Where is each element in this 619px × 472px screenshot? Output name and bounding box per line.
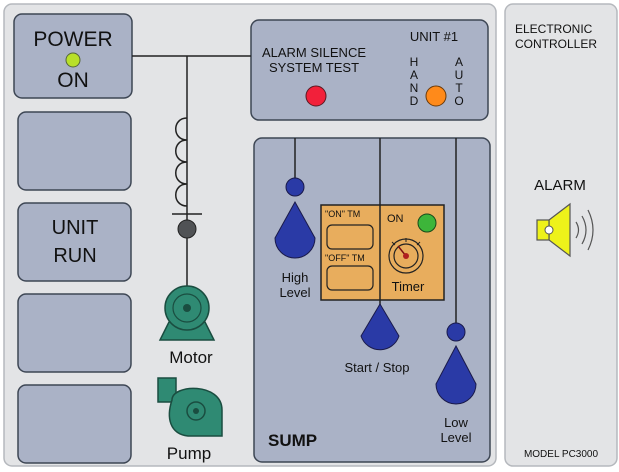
low-level-float [435,344,477,405]
model-label: MODEL PC3000 [524,449,599,460]
alarm-label: ALARM [534,177,586,194]
high-level-float-ball [285,177,305,197]
unit-run-label-line1: UNIT [52,217,99,239]
auto-letter-o: O [454,94,463,108]
pump-icon [157,377,223,437]
high-level-label-line2: Level [279,285,310,300]
auto-letter-a: A [455,55,463,69]
motor-icon [158,285,216,341]
unit-run-label-line2: RUN [53,245,96,267]
contactor-coil [177,219,197,239]
on-tm-label: "ON" TM [325,209,360,219]
hand-letter-a: A [410,68,418,82]
controller-title-line1: ELECTRONIC [515,22,593,36]
power-on-label: ON [57,69,89,92]
hand-letter-h: H [410,55,419,69]
controller-title-line2: CONTROLLER [515,37,597,51]
high-level-float [274,200,316,259]
hand-letter-d: D [410,94,419,108]
low-level-float-ball [446,322,466,342]
hand-letter-n: N [410,81,419,95]
sump-title: SUMP [268,431,317,450]
high-level-label-line1: High [282,270,309,285]
alarm-silence-button[interactable] [305,85,327,107]
system-test-label: SYSTEM TEST [269,60,359,75]
timer-dial[interactable] [388,238,424,274]
auto-letter-t: T [455,81,463,95]
power-on-lamp [65,52,81,68]
auto-letter-u: U [455,68,464,82]
start-stop-float [360,303,400,351]
low-level-label-line2: Level [440,430,471,445]
on-tm-setting[interactable] [326,224,374,250]
timer-on-label: ON [387,213,404,225]
off-tm-label: "OFF" TM [325,253,365,263]
motor-label: Motor [169,348,213,367]
unit-number-label: UNIT #1 [410,29,458,44]
off-tm-setting[interactable] [326,265,374,291]
blank-box-2 [17,293,132,373]
low-level-label-line1: Low [444,415,468,430]
blank-box-1 [17,111,132,191]
speaker-icon [536,202,594,258]
alarm-silence-label: ALARM SILENCE [262,45,366,60]
timer-on-lamp [417,213,437,233]
blank-box-3 [17,384,132,464]
pump-label: Pump [167,444,211,463]
start-stop-label: Start / Stop [344,360,409,375]
unit-run-box [17,202,132,282]
timer-label: Timer [392,279,425,294]
power-label: POWER [33,28,112,51]
hand-auto-switch[interactable] [425,85,447,107]
